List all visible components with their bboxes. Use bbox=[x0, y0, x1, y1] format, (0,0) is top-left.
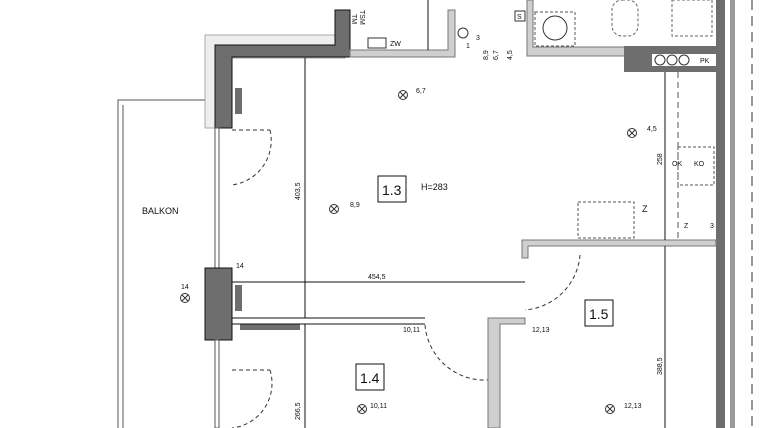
room-height: H=283 bbox=[421, 182, 448, 192]
dim-266-5: 266,5 bbox=[295, 402, 302, 420]
kitchen-sink bbox=[577, 201, 635, 239]
ventilation-grille bbox=[367, 37, 387, 49]
dim-454-5: 454,5 bbox=[368, 274, 386, 281]
balcony-outline bbox=[117, 99, 205, 428]
exterior-wall-right-inner bbox=[730, 0, 735, 428]
label-tsm: TSM bbox=[358, 10, 365, 25]
light-number: 14 bbox=[236, 263, 244, 270]
label-s: S bbox=[517, 14, 522, 21]
radiator bbox=[235, 88, 242, 114]
door-1-4-swing bbox=[424, 324, 489, 381]
dim-403-5: 403,5 bbox=[295, 182, 302, 200]
door-1-5-swing bbox=[524, 254, 581, 311]
label-pk: PK bbox=[700, 58, 710, 65]
switch-number: 4,5 bbox=[507, 50, 514, 60]
label-three: 3 bbox=[710, 223, 714, 230]
switch-number: 6,7 bbox=[493, 50, 500, 60]
light-number: 6,7 bbox=[416, 88, 426, 95]
room-label-box bbox=[377, 175, 407, 203]
label-balcony: BALKON bbox=[142, 206, 179, 216]
room-number-1-4: 1.4 bbox=[360, 370, 380, 386]
window-wall-upper bbox=[214, 127, 220, 269]
pipe-icon bbox=[678, 54, 690, 66]
light-number: 12,13 bbox=[624, 403, 642, 410]
boiler-icon bbox=[542, 15, 568, 41]
label-z2: Z bbox=[684, 223, 689, 230]
radiator bbox=[240, 324, 300, 330]
partition-1-5 bbox=[487, 317, 526, 428]
bathroom-wall bbox=[526, 0, 626, 57]
balcony-door-swing bbox=[231, 129, 272, 186]
label-z: Z bbox=[642, 204, 648, 214]
bathtub bbox=[671, 0, 713, 37]
room-label-box bbox=[584, 299, 614, 327]
exterior-wall-right bbox=[716, 0, 725, 428]
cooktop bbox=[677, 146, 715, 186]
dim-388-5: 388,5 bbox=[657, 357, 664, 375]
window-wall-lower bbox=[214, 339, 220, 428]
ceiling-light-icon bbox=[180, 90, 637, 414]
wall-mid-left bbox=[204, 267, 233, 341]
light-number: 10,11 bbox=[370, 403, 387, 410]
pipe-icon bbox=[666, 54, 678, 66]
intercom-icon bbox=[457, 27, 469, 39]
light-number: 4,5 bbox=[647, 126, 657, 133]
label-one: 1 bbox=[466, 43, 470, 50]
label-ok: OK bbox=[672, 161, 682, 168]
label-ko: KO bbox=[694, 161, 705, 168]
room-number-1-5: 1.5 bbox=[589, 306, 609, 322]
balcony-door-swing bbox=[231, 369, 273, 428]
label-tm: TM bbox=[350, 14, 357, 24]
light-number: 14 bbox=[181, 284, 189, 291]
partition-wall-top bbox=[349, 9, 456, 58]
radiator bbox=[235, 285, 242, 311]
switch-number: 8,9 bbox=[483, 50, 490, 60]
toilet bbox=[611, 0, 639, 37]
switch-number: 10,11 bbox=[403, 327, 420, 334]
room-number-1-3: 1.3 bbox=[382, 182, 402, 198]
partition-kitchen bbox=[521, 239, 717, 259]
room-label-box bbox=[355, 363, 385, 391]
label-three-b: 3 bbox=[476, 35, 480, 42]
light-number: 8,9 bbox=[350, 202, 360, 209]
label-s-box bbox=[514, 10, 526, 22]
label-zw: ZW bbox=[390, 41, 401, 48]
washing-machine bbox=[534, 11, 576, 47]
pipe-icon bbox=[654, 54, 666, 66]
dim-258: 258 bbox=[657, 153, 664, 165]
switch-number: 12,13 bbox=[532, 327, 550, 334]
